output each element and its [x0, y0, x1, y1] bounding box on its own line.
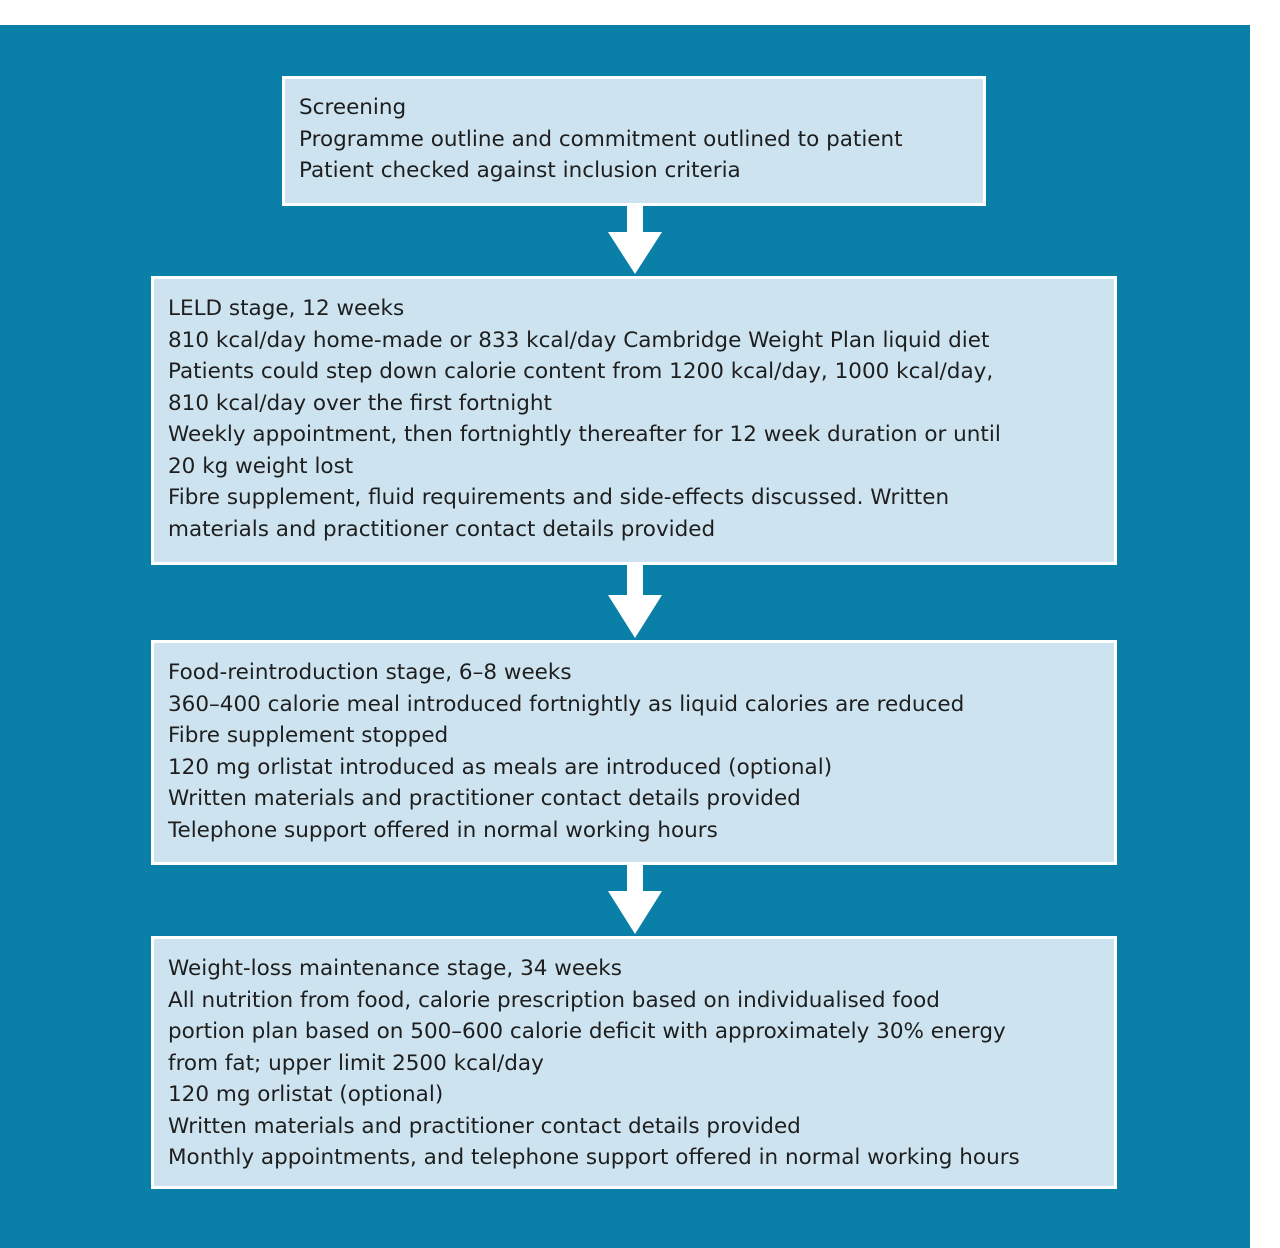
stage-title: Weight-loss maintenance stage, 34 weeks — [168, 956, 622, 981]
stage-detail: 810 kcal/day home-made or 833 kcal/day C… — [168, 327, 990, 353]
flow-arrow-icon — [608, 565, 662, 638]
stage-title: Screening — [299, 95, 407, 120]
stage-detail: 360–400 calorie meal introduced fortnigh… — [168, 691, 965, 717]
flow-arrow-icon — [608, 865, 662, 934]
stage-box-screening: Screening Programme outline and commitme… — [282, 76, 986, 206]
stage-box-weight-loss-maintenance: Weight-loss maintenance stage, 34 weeks … — [151, 936, 1117, 1189]
stage-detail: Telephone support offered in normal work… — [168, 817, 718, 843]
stage-detail: portion plan based on 500–600 calorie de… — [168, 1019, 1006, 1044]
stage-detail: Monthly appointments, and telephone supp… — [168, 1145, 1020, 1170]
stage-detail: Fibre supplement, fluid requirements and… — [168, 485, 950, 510]
stage-detail: from fat; upper limit 2500 kcal/day — [168, 1050, 544, 1076]
stage-detail: Written materials and practitioner conta… — [168, 786, 801, 811]
stage-detail: 20 kg weight lost — [168, 453, 354, 479]
stage-detail: Weekly appointment, then fortnightly the… — [168, 422, 1001, 447]
stage-detail: Programme outline and commitment outline… — [299, 126, 903, 152]
flow-arrow-icon — [608, 206, 662, 274]
stage-detail: Patients could step down calorie content… — [168, 359, 994, 384]
stage-detail: Patient checked against inclusion criter… — [299, 158, 741, 183]
stage-detail: 120 mg orlistat introduced as meals are … — [168, 754, 833, 780]
stage-detail: All nutrition from food, calorie prescri… — [168, 987, 940, 1013]
stage-detail: 120 mg orlistat (optional) — [168, 1082, 444, 1107]
stage-detail: 810 kcal/day over the first fortnight — [168, 390, 552, 416]
stage-detail: materials and practitioner contact detai… — [168, 516, 716, 542]
stage-box-food-reintroduction: Food-reintroduction stage, 6–8 weeks 360… — [151, 640, 1117, 865]
stage-detail: Fibre supplement stopped — [168, 723, 449, 748]
stage-detail: Written materials and practitioner conta… — [168, 1113, 801, 1139]
stage-title: Food-reintroduction stage, 6–8 weeks — [168, 660, 572, 685]
stage-box-leld: LELD stage, 12 weeks 810 kcal/day home-m… — [151, 276, 1117, 565]
stage-title: LELD stage, 12 weeks — [168, 296, 405, 321]
